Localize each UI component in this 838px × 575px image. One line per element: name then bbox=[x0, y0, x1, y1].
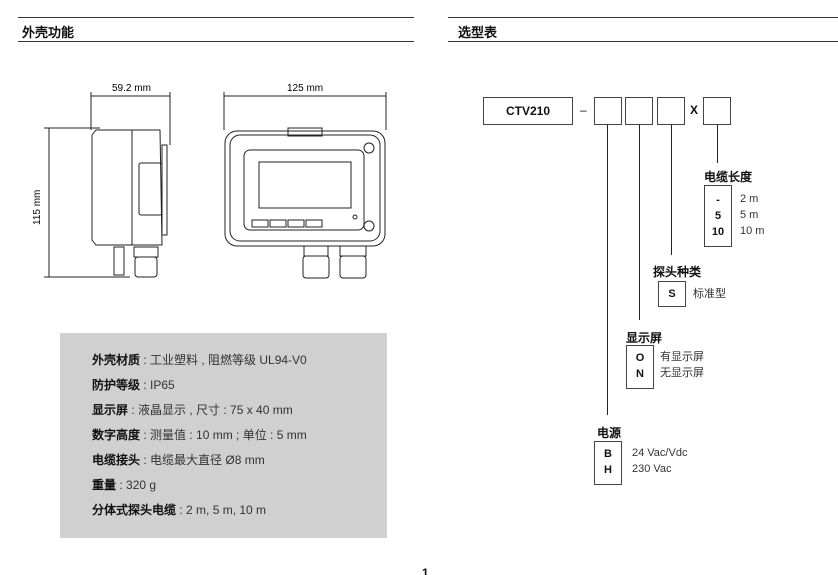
model-box: CTV210 bbox=[483, 97, 573, 125]
code-slot-cable bbox=[703, 97, 731, 125]
section-title-ordering: 选型表 bbox=[458, 25, 498, 40]
section-title-housing: 外壳功能 bbox=[22, 25, 75, 40]
display-values: 有显示屏无显示屏 bbox=[660, 351, 704, 379]
spec-panel: 外壳材质 : 工业塑料 , 阻燃等级 UL94-V0 防护等级 : IP65 显… bbox=[60, 333, 387, 538]
spec-probe-cable: 分体式探头电缆 : 2 m, 5 m, 10 m bbox=[92, 503, 267, 517]
model-dash: – bbox=[580, 103, 587, 117]
dim-height-label: 115 mm bbox=[32, 190, 43, 225]
probe-type-codes: S bbox=[658, 281, 686, 307]
divider bbox=[18, 17, 414, 18]
cable-length-title: 电缆长度 bbox=[704, 170, 753, 184]
spec-protection: 防护等级 : IP65 bbox=[92, 378, 175, 392]
power-title: 电源 bbox=[597, 426, 622, 440]
probe-type-title: 探头种类 bbox=[653, 265, 702, 279]
dim-depth-label: 59.2 mm bbox=[112, 83, 151, 94]
dim-width-label: 125 mm bbox=[287, 83, 323, 94]
divider bbox=[18, 41, 414, 42]
connector-line bbox=[639, 125, 640, 320]
divider bbox=[448, 17, 838, 18]
spec-display: 显示屏 : 液晶显示 , 尺寸 : 75 x 40 mm bbox=[92, 403, 293, 417]
spec-digit-height: 数字高度 : 测量值 : 10 mm ; 单位 : 5 mm bbox=[92, 428, 307, 442]
page-number: 1 bbox=[422, 566, 429, 575]
spec-housing-material: 外壳材质 : 工业塑料 , 阻燃等级 UL94-V0 bbox=[92, 353, 307, 367]
connector-line bbox=[717, 125, 718, 163]
dimension-drawing: 59.2 mm 125 mm 115 mm bbox=[32, 83, 387, 279]
display-title: 显示屏 bbox=[626, 331, 663, 345]
divider bbox=[448, 41, 838, 42]
connector-line bbox=[607, 125, 608, 415]
code-slot-probe bbox=[657, 97, 685, 125]
code-slot-display bbox=[625, 97, 653, 125]
spec-cable-gland: 电缆接头 : 电缆最大直径 Ø8 mm bbox=[92, 453, 265, 467]
code-slot-power bbox=[594, 97, 622, 125]
probe-type-values: 标准型 bbox=[693, 288, 726, 300]
spec-weight: 重量 : 320 g bbox=[92, 478, 157, 492]
connector-line bbox=[671, 125, 672, 255]
model-x: X bbox=[690, 103, 699, 117]
